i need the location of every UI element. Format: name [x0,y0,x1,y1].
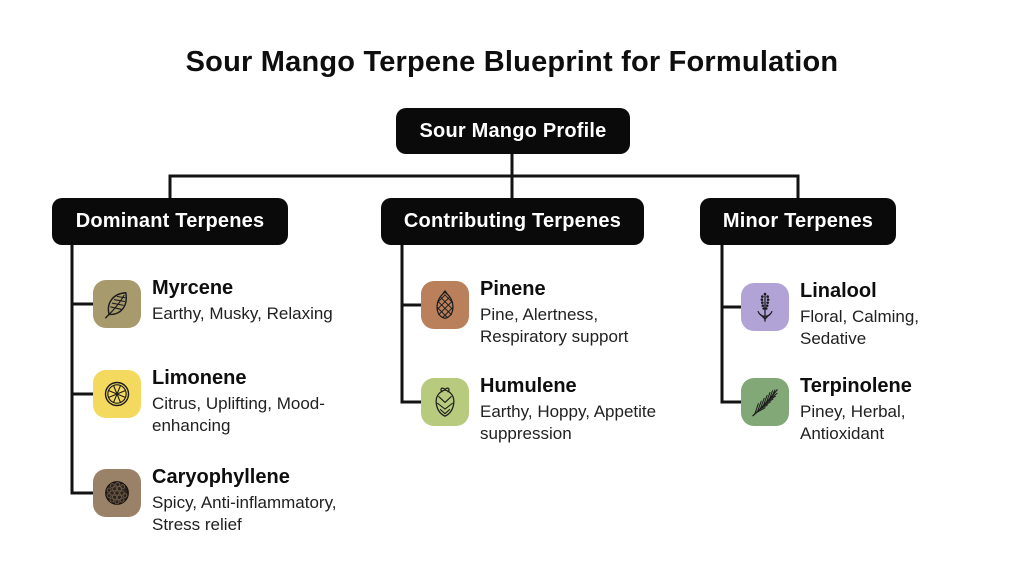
terpene-description: Spicy, Anti-inflammatory, Stress relief [152,493,337,535]
category-node-minor-terpenes: Minor Terpenes [700,198,896,245]
hop-cone-icon [421,378,469,426]
terpene-name: Limonene [152,367,247,389]
terpene-description: Citrus, Uplifting, Mood-enhancing [152,394,325,436]
berry-cluster-icon [93,469,141,517]
root-node-label: Sour Mango Profile [419,119,607,142]
pine-branch-icon [741,378,789,426]
terpene-name: Humulene [480,375,577,397]
category-label: Contributing Terpenes [403,210,622,232]
terpene-item-pinene: Pinene Pine, Alertness, Respiratory supp… [421,278,670,348]
terpene-description: Floral, Calming, Sedative [800,307,920,349]
terpene-description: Earthy, Musky, Relaxing [152,304,333,323]
page-title: Sour Mango Terpene Blueprint for Formula… [185,46,839,78]
terpene-name: Linalool [800,280,877,302]
leaf-icon [93,280,141,328]
terpene-name: Pinene [480,278,546,300]
lavender-icon [741,283,789,331]
terpene-item-caryophyllene: Caryophyllene Spicy, Anti-inflammatory, … [93,466,364,536]
pinecone-icon [421,281,469,329]
terpene-item-terpinolene: Terpinolene Piney, Herbal, Antioxidant [741,375,965,445]
category-label: Dominant Terpenes [75,210,265,232]
terpene-item-humulene: Humulene Earthy, Hoppy, Appetite suppres… [421,375,670,445]
terpene-description: Piney, Herbal, Antioxidant [800,402,906,444]
terpene-item-limonene: Limonene Citrus, Uplifting, Mood-enhanci… [93,367,364,437]
citrus-slice-icon [93,370,141,418]
category-node-contributing-terpenes: Contributing Terpenes [381,198,644,245]
terpene-name: Myrcene [152,277,234,299]
terpene-description: Pine, Alertness, Respiratory support [480,305,629,347]
terpene-name: Caryophyllene [152,466,290,488]
terpene-description: Earthy, Hoppy, Appetite suppression [480,402,657,444]
root-node-sour-mango-profile: Sour Mango Profile [396,108,630,154]
terpene-item-linalool: Linalool Floral, Calming, Sedative [741,280,965,350]
category-label: Minor Terpenes [722,210,874,232]
category-node-dominant-terpenes: Dominant Terpenes [52,198,288,245]
terpene-name: Terpinolene [800,375,912,397]
terpene-item-myrcene: Myrcene Earthy, Musky, Relaxing [93,277,364,328]
